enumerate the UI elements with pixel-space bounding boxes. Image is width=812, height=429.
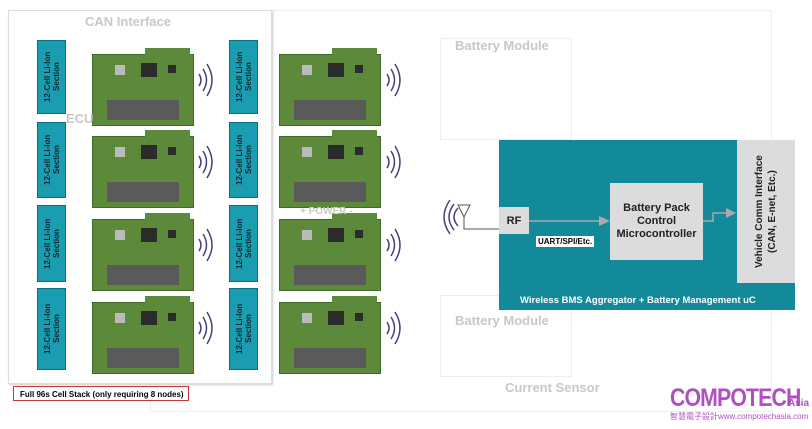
wireless-signal-icon — [386, 145, 401, 179]
bms-node-board — [279, 48, 381, 126]
mcu-box: Battery Pack Control Microcontroller — [610, 183, 703, 260]
wireless-signal-icon — [198, 311, 213, 345]
cell-section-label: 12-Cell Li-Ion Section — [37, 288, 66, 370]
aggregator-title: Wireless BMS Aggregator + Battery Manage… — [520, 295, 756, 306]
cell-section-label: 12-Cell Li-Ion Section — [37, 122, 66, 198]
stack-label: Full 96s Cell Stack (only requiring 8 no… — [13, 386, 189, 401]
rf-box: RF — [499, 207, 529, 234]
bms-node-board — [279, 130, 381, 208]
cell-section-label: 12-Cell Li-Ion Section — [37, 205, 66, 282]
bms-node-board — [92, 48, 194, 126]
bms-node-board — [92, 213, 194, 291]
antenna-icon — [457, 204, 501, 230]
bms-node-board — [92, 296, 194, 374]
bg-ecu-label: ECU — [66, 111, 94, 126]
cell-section-label: 12-Cell Li-Ion Section — [229, 205, 258, 282]
vehicle-comm-box: Vehicle Comm Interface (CAN, E-net, Etc.… — [737, 140, 795, 283]
bms-node-board — [92, 130, 194, 208]
cell-section-label: 12-Cell Li-Ion Section — [229, 288, 258, 370]
wireless-signal-icon — [198, 63, 213, 97]
antenna-waves-icon — [443, 199, 459, 235]
cell-section-label: 12-Cell Li-Ion Section — [37, 40, 66, 114]
bg-power-label: + POWER - — [300, 206, 353, 217]
bus-arrow-icon — [529, 216, 610, 226]
wireless-signal-icon — [198, 145, 213, 179]
cell-section-label: 12-Cell Li-Ion Section — [229, 122, 258, 198]
bg-battery-module-label: Battery Module — [455, 38, 549, 53]
bg-current-sensor-label: Current Sensor — [505, 380, 600, 395]
wireless-signal-icon — [386, 63, 401, 97]
bus-label: UART/SPI/Etc. — [536, 236, 595, 247]
wireless-signal-icon — [386, 311, 401, 345]
bms-node-board — [279, 213, 381, 291]
output-arrow-icon — [703, 208, 736, 222]
vehicle-comm-label: Vehicle Comm Interface (CAN, E-net, Etc.… — [754, 155, 778, 268]
wireless-signal-icon — [198, 228, 213, 262]
cell-section-label: 12-Cell Li-Ion Section — [229, 40, 258, 114]
wireless-signal-icon — [386, 228, 401, 262]
bg-battery-module-label: Battery Module — [455, 313, 549, 328]
bg-can-label: CAN Interface — [85, 14, 171, 29]
bms-node-board — [279, 296, 381, 374]
